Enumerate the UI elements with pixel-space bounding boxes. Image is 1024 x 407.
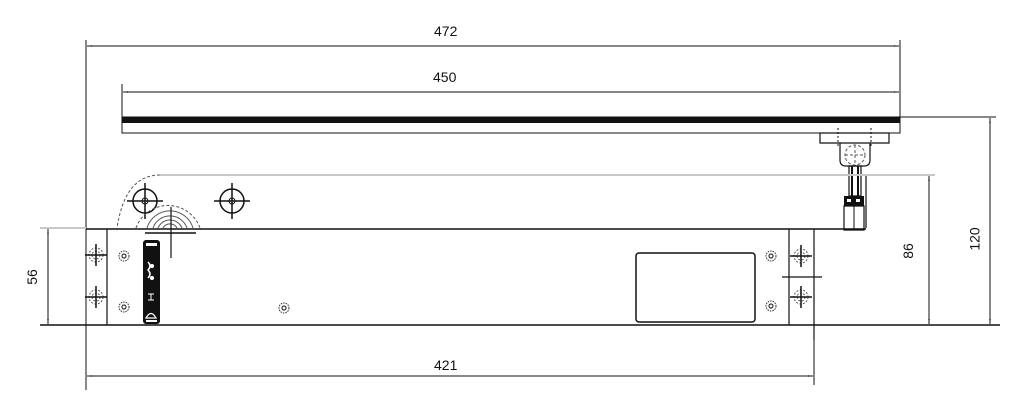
small-screw-icon xyxy=(278,302,290,314)
cover-window xyxy=(636,253,755,322)
pivot-hole-right-icon xyxy=(213,182,251,220)
arm-link xyxy=(844,166,866,230)
mount-screw-icon xyxy=(789,244,813,268)
small-screw-icon xyxy=(765,250,777,262)
mount-screw-icon xyxy=(84,243,108,267)
right-mounting-plate xyxy=(782,244,822,309)
mount-screw-icon xyxy=(789,285,813,309)
arm-outline xyxy=(117,175,935,228)
small-screw-icon xyxy=(118,301,130,313)
rail-slider-block xyxy=(820,128,889,166)
pivot-hole-left-icon xyxy=(126,182,164,220)
slide-rail xyxy=(122,117,900,133)
mount-screw-icon xyxy=(84,285,108,309)
dimension-label-56: 56 xyxy=(23,269,40,285)
spindle-arcs xyxy=(136,205,200,258)
dimension-overall-height xyxy=(900,117,996,324)
dimension-label-86: 86 xyxy=(899,243,916,259)
dimension-label-472: 472 xyxy=(434,23,458,39)
small-screw-icon xyxy=(118,250,130,262)
dimension-label-120: 120 xyxy=(966,227,983,251)
small-screw-icon xyxy=(765,300,777,312)
left-mounting-plate xyxy=(84,243,108,309)
dimension-label-421: 421 xyxy=(434,357,458,373)
closer-body xyxy=(40,228,1000,340)
adjustment-valve-strip xyxy=(143,240,160,324)
dimension-rail-length xyxy=(122,84,899,133)
dimension-label-450: 450 xyxy=(433,69,457,85)
dimension-body-length xyxy=(87,325,814,385)
